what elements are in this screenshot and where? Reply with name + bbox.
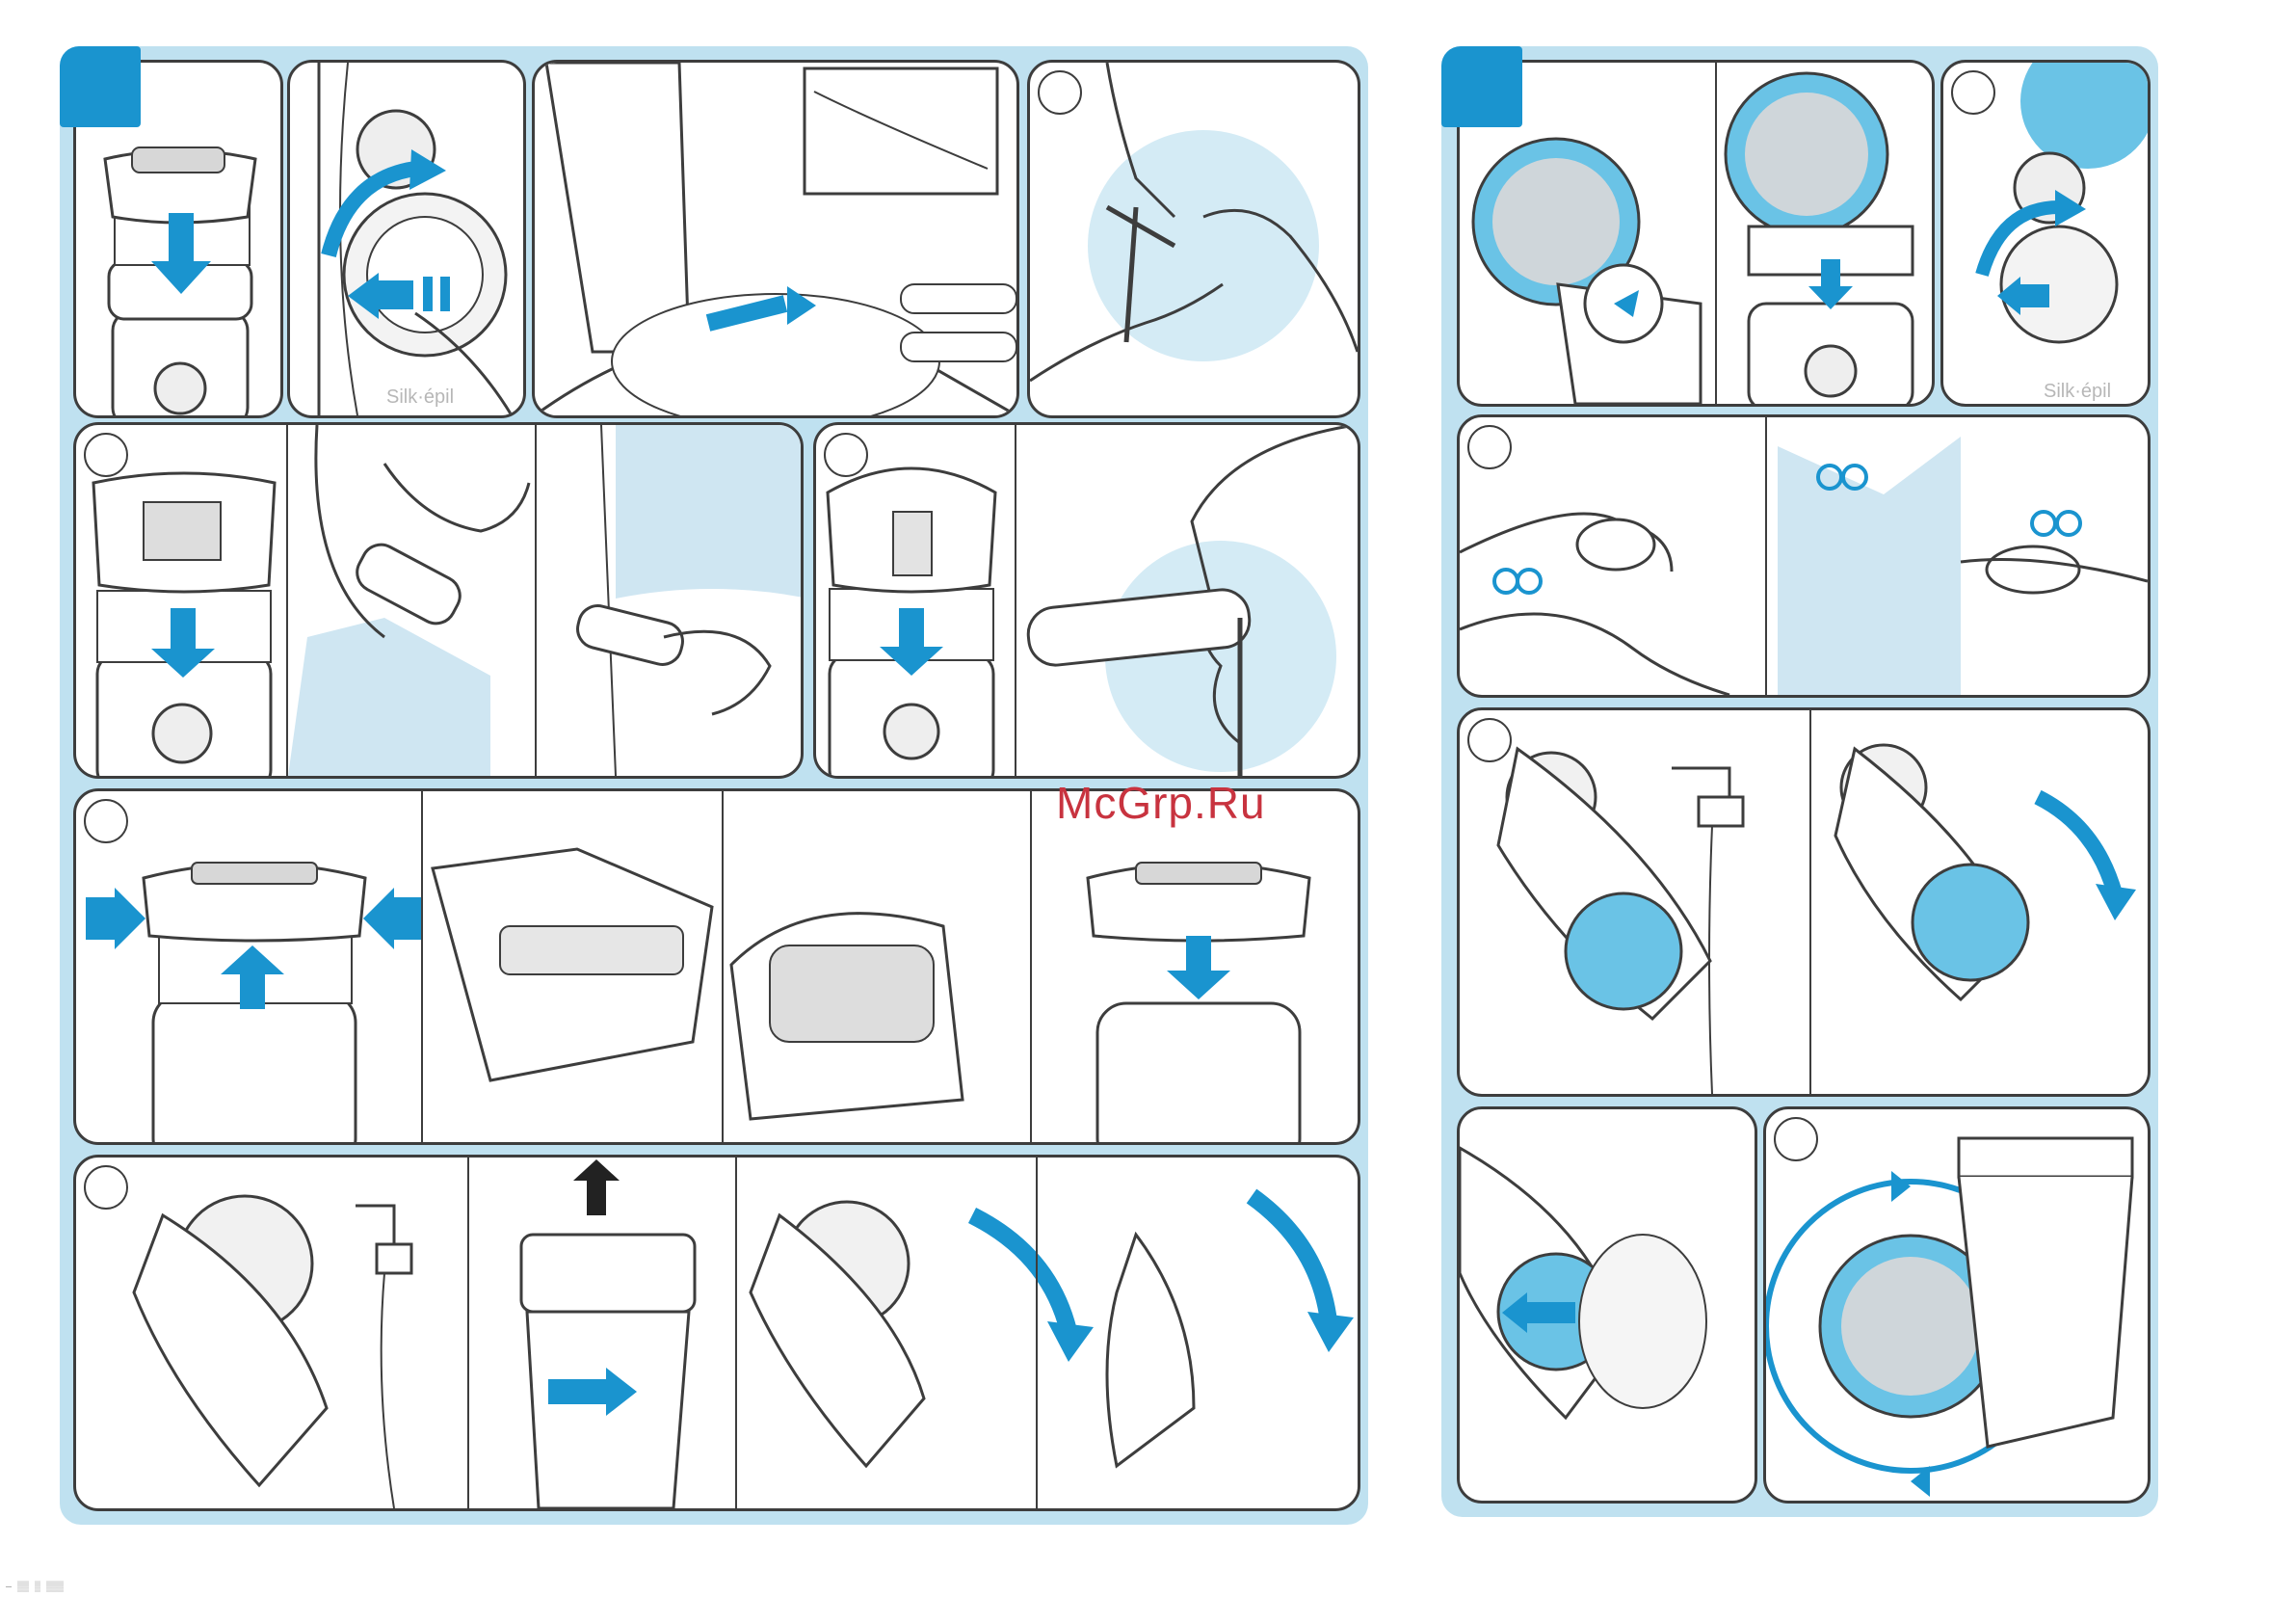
illustration-brush-cover (1460, 1109, 1755, 1501)
step-circle (824, 433, 868, 477)
panel-underarm-bikini (73, 422, 804, 779)
panel-rinse (73, 1155, 1360, 1511)
divider (1015, 425, 1016, 776)
step-circle (1467, 425, 1512, 469)
brand-label: Silk·épil (2044, 381, 2111, 403)
divider (1030, 791, 1032, 1142)
illustration-rinse (76, 1158, 1358, 1508)
divider (286, 425, 288, 776)
step-circle (1951, 70, 1995, 115)
divider (735, 1158, 737, 1508)
panel-brush-attach (1457, 60, 1935, 407)
watermark-text: McGrp.Ru (1056, 777, 1266, 829)
step-circle (1467, 718, 1512, 762)
divider (722, 791, 724, 1142)
divider (535, 425, 537, 776)
illustration-rinse-brush (1460, 710, 2148, 1094)
panel-leg-position (1027, 60, 1360, 418)
divider (421, 791, 423, 1142)
step-circle (1774, 1117, 1818, 1161)
panel-face (813, 422, 1360, 779)
illustration-switch-on (290, 63, 523, 415)
brand-label: Silk·épil (386, 386, 454, 409)
panel-cleaning-cap (73, 788, 1360, 1145)
panel-brush-switch: Silk·épil (1940, 60, 2151, 407)
illustration-brush-replace (1766, 1109, 2148, 1501)
step-circle (84, 799, 128, 843)
section-badge-left (60, 46, 141, 127)
illustration-face (816, 425, 1358, 776)
panel-brush-cover (1457, 1106, 1757, 1504)
divider (467, 1158, 469, 1508)
step-circle (84, 1165, 128, 1210)
panel-exfoliate (1457, 414, 2151, 698)
illustration-leg-position (1030, 63, 1358, 415)
divider (1036, 1158, 1038, 1508)
step-circle (1038, 70, 1082, 115)
step-circle (84, 433, 128, 477)
illustration-exfoliate (1460, 417, 2148, 695)
illustration-brush-attach (1460, 63, 1932, 404)
footer-print-code: — ▒▒ ▒ ▒▒▒ (6, 1583, 64, 1593)
section-badge-right (1441, 46, 1522, 127)
panel-epilate-direction (532, 60, 1019, 418)
panel-brush-replace (1763, 1106, 2151, 1504)
illustration-cleaning-cap (76, 791, 1358, 1142)
panel-rinse-brush (1457, 707, 2151, 1097)
illustration-epilate-direction (535, 63, 1016, 415)
panel-switch-on: Silk·épil (287, 60, 526, 418)
illustration-underarm-bikini (76, 425, 801, 776)
